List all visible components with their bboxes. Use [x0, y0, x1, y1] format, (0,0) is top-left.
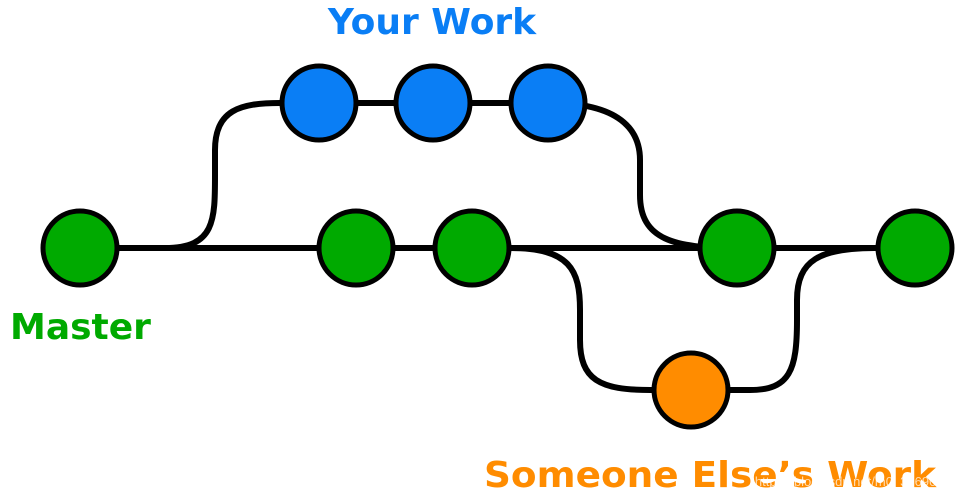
master-commit-3 [432, 208, 512, 288]
someone-else-label: Someone Else’s Work [484, 455, 937, 496]
your-work-merge [547, 100, 738, 251]
master-commit-2 [316, 208, 396, 288]
someone-else-merge [687, 245, 878, 393]
your-work-label: Your Work [327, 2, 537, 43]
master-commit-1 [40, 208, 120, 288]
your-work-branch-out [162, 100, 283, 251]
watermark-url: https://blog.csdn.net/m0_37690430 [755, 474, 958, 489]
someone-else-commit [651, 350, 731, 430]
your-work-commit-1 [279, 63, 359, 143]
master-label: Master [10, 307, 151, 348]
your-work-commit-3 [508, 63, 588, 143]
someone-else-branch-out [507, 245, 693, 393]
master-merge-commit-2 [875, 208, 955, 288]
your-work-commit-2 [393, 63, 473, 143]
master-merge-commit-1 [697, 208, 777, 288]
